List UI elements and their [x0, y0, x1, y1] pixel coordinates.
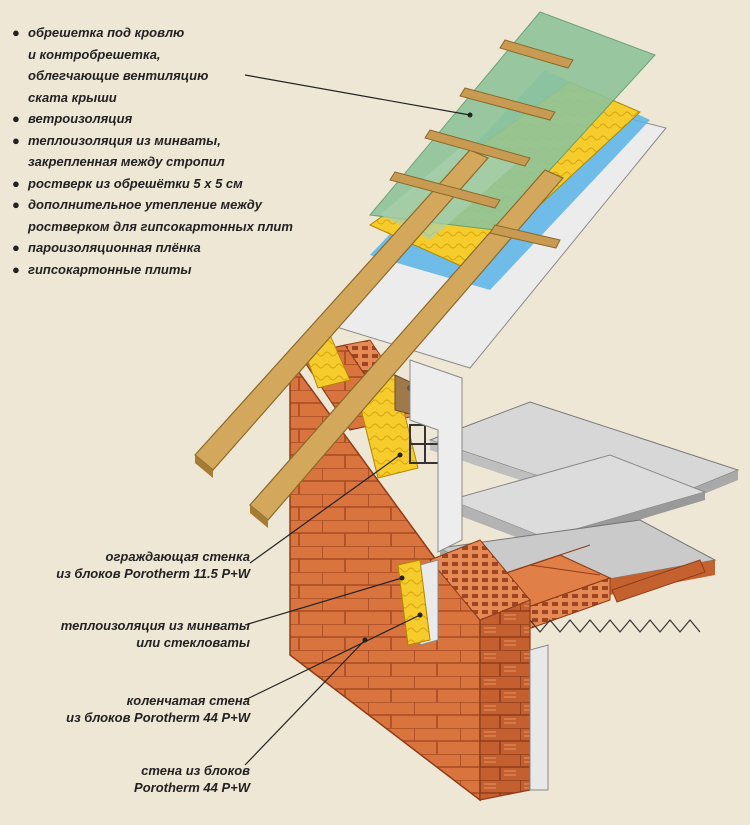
roof-layers: [329, 11, 667, 369]
leader-lines: [244, 74, 471, 766]
bullet-icon: ●: [12, 197, 20, 212]
legend-item-wind-barrier: ● ветроизоляция: [12, 108, 312, 130]
legend-item-rafter-insulation: ● теплоизоляция из минваты, закрепленная…: [12, 130, 312, 173]
legend-line: ската крыши: [28, 89, 117, 105]
legend-line: гипсокартонные плиты: [28, 261, 192, 277]
legend-item-vapor-film: ● пароизоляционная плёнка: [12, 237, 312, 259]
legend-line: теплоизоляция из минваты,: [28, 132, 221, 148]
label-line: из блоков Porotherm 44 P+W: [66, 710, 250, 725]
legend-line: и контробрешетка,: [28, 46, 161, 62]
label-line: теплоизоляция из минваты: [60, 618, 250, 633]
label-line: Porotherm 44 P+W: [134, 780, 250, 795]
brick-wall: [289, 357, 531, 802]
label-wall-insulation: теплоизоляция из минваты или стекловаты: [61, 617, 250, 651]
leader-dots: [362, 112, 473, 643]
label-line: ограждающая стенка: [105, 549, 250, 564]
legend-line: закрепленная между стропил: [28, 154, 225, 169]
knee-wall-insulation: [397, 559, 431, 646]
legend-line: ростверком для гипсокартонных плит: [28, 218, 293, 234]
plasterboard-wall: [409, 359, 463, 553]
plaster-wall-inner: [419, 559, 549, 791]
legend-item-plasterboard: ● гипсокартонные плиты: [12, 259, 312, 281]
label-line: или стекловаты: [136, 635, 250, 650]
bullet-icon: ●: [12, 175, 20, 191]
legend-line: дополнительное утепление между: [28, 197, 263, 212]
bullet-icon: ●: [12, 25, 20, 40]
label-line: стена из блоков: [141, 763, 250, 778]
rafters: [194, 149, 564, 528]
label-line: из блоков Porotherm 11.5 P+W: [56, 566, 250, 581]
legend-line: пароизоляционная плёнка: [28, 240, 201, 255]
legend-line: обрешетка под кровлю: [28, 25, 185, 40]
roof-layers-legend: ● обрешетка под кровлю и контробрешетка,…: [12, 22, 312, 280]
label-main-wall: стена из блоков Porotherm 44 P+W: [134, 762, 250, 796]
legend-line: ростверк из обрешётки 5 х 5 см: [28, 175, 243, 191]
label-knee-wall: коленчатая стена из блоков Porotherm 44 …: [66, 692, 250, 726]
legend-line: облегчающие вентиляцию: [28, 68, 209, 83]
bullet-icon: ●: [12, 111, 20, 126]
legend-item-extra-insulation: ● дополнительное утепление между роствер…: [12, 194, 312, 237]
bullet-icon: ●: [12, 240, 20, 255]
label-enclosing-wall: ограждающая стенка из блоков Porotherm 1…: [56, 548, 250, 582]
bullet-icon: ●: [12, 132, 20, 148]
legend-line: ветроизоляция: [28, 111, 133, 126]
legend-item-battens: ● обрешетка под кровлю и контробрешетка,…: [12, 22, 312, 108]
legend-item-grillage: ● ростверк из обрешётки 5 х 5 см: [12, 173, 312, 195]
label-line: коленчатая стена: [126, 693, 250, 708]
bullet-icon: ●: [12, 261, 20, 277]
battens: [389, 39, 574, 249]
